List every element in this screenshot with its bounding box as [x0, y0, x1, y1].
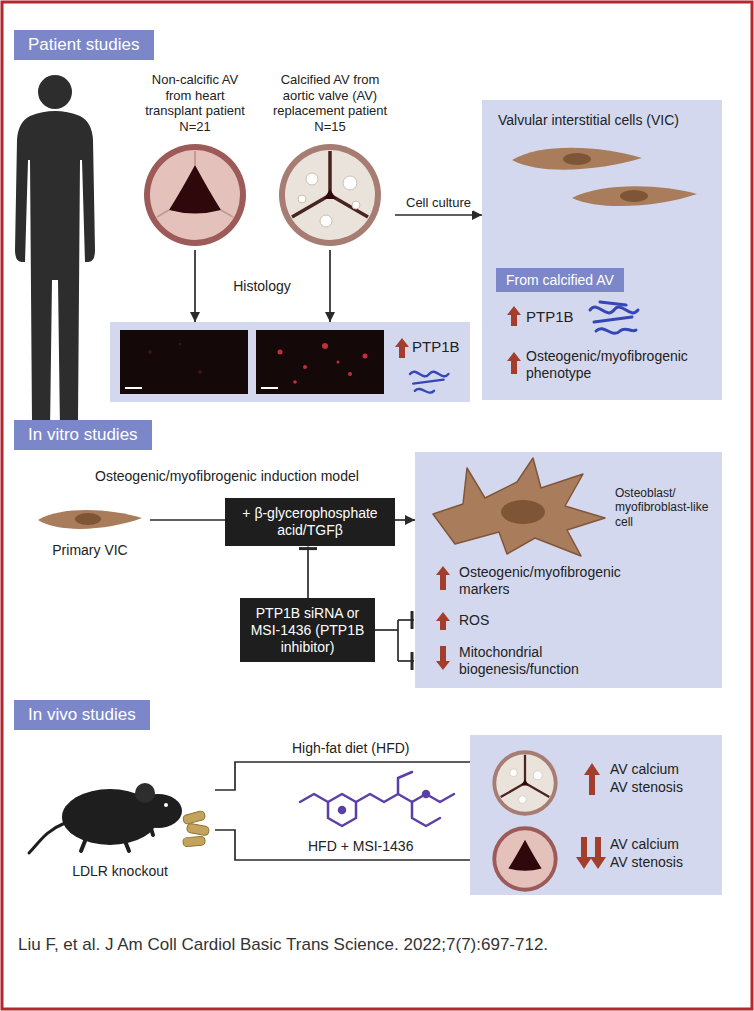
section-banner: In vitro studies: [14, 420, 152, 450]
connector: [395, 515, 415, 525]
node-text: From calcified AV: [506, 272, 614, 288]
edge-label: High-fat diet (HFD): [290, 740, 411, 757]
arrowhead: [411, 611, 414, 629]
node-text: Calcified AV from aortic valve (AV) repl…: [265, 72, 395, 134]
cell-node: Primary VIC: [30, 498, 150, 568]
node-text: Valvular interstitial cells (VIC): [498, 112, 713, 129]
caption: Liu F, et al. J Am Coll Cardiol Basic Tr…: [18, 935, 548, 955]
edge-label: Cell culture: [404, 195, 473, 211]
arrowhead: [411, 652, 414, 670]
arrowhead: [190, 312, 200, 322]
free-label: Osteogenic/myofibrogenic induction model: [95, 468, 359, 485]
person-silhouette: [15, 75, 95, 430]
connector-line: [329, 250, 331, 322]
node-text: Non-calcific AV from heart transplant pa…: [140, 72, 250, 134]
node-text: Osteoblast/ myofibroblast-like cell: [615, 486, 715, 529]
node-text: PTP1B: [526, 308, 586, 326]
connector-line: [215, 762, 470, 790]
edge-label: HFD + MSI-1436: [306, 838, 415, 855]
connector-line: [397, 620, 399, 661]
node-text: AV calcium: [610, 761, 715, 778]
histology-images: [110, 322, 470, 402]
connector: [215, 762, 470, 790]
molecule-icon: [300, 772, 454, 826]
connector-line: [194, 250, 196, 322]
valve-results: [470, 735, 722, 895]
mouse-node: LDLR knockout: [25, 755, 215, 890]
node-text: + β-glycerophosphate acid/TGFβ: [233, 505, 387, 539]
node-text: In vivo studies: [28, 705, 136, 725]
arrowhead: [405, 515, 415, 525]
connector-line: [395, 214, 482, 216]
arrowhead: [472, 210, 482, 220]
section-banner: Patient studies: [14, 30, 154, 60]
node-text: Osteogenic/myofibrogenic markers: [459, 564, 659, 598]
valve-sample: Calcified AV from aortic valve (AV) repl…: [265, 72, 395, 250]
node-text: PTP1B siRNA or MSI-1436 (PTP1B inhibitor…: [248, 605, 367, 655]
arrowhead: [299, 547, 317, 550]
node-text: Osteogenic/myofibrogenic phenotype: [526, 348, 706, 382]
free-label: Histology: [222, 278, 302, 295]
connector: [150, 520, 225, 521]
node-text: AV stenosis: [610, 854, 715, 871]
result-panel: Valvular interstitial cells (VIC) PTP1B Os…: [482, 100, 722, 400]
connector-line: [307, 547, 309, 598]
node-text: Primary VIC: [30, 542, 150, 559]
node-text: AV calcium: [610, 836, 715, 853]
node-text: Mitochondrial biogenesis/function: [459, 644, 629, 678]
connector-line: [215, 830, 470, 860]
connector: [325, 250, 335, 322]
valve-sample: Non-calcific AV from heart transplant pa…: [130, 72, 260, 250]
treatment-box: + β-glycerophosphate acid/TGFβ: [225, 498, 395, 546]
node-text: Patient studies: [28, 35, 140, 55]
connector: [395, 210, 482, 220]
connector: [215, 830, 470, 860]
node-text: LDLR knockout: [25, 863, 215, 880]
node-text: AV stenosis: [610, 779, 715, 796]
sub-banner: From calcified AV: [496, 268, 624, 292]
connector-line: [375, 629, 398, 631]
result-panel: AV calciumAV stenosisAV calciumAV stenos…: [470, 735, 722, 895]
node-text: ROS: [459, 612, 519, 629]
result-panel: Osteoblast/ myofibroblast-like cellOsteo…: [415, 452, 722, 688]
inhibitor-box: PTP1B siRNA or MSI-1436 (PTP1B inhibitor…: [240, 598, 375, 662]
histology-panel: PTP1B: [110, 322, 470, 402]
arrowhead: [325, 312, 335, 322]
connector-line: [150, 519, 225, 521]
node-text: PTP1B: [412, 338, 467, 356]
connector: [299, 547, 317, 598]
connector: [190, 250, 200, 322]
connector: [375, 611, 414, 670]
node-text: In vitro studies: [28, 425, 138, 445]
section-banner: In vivo studies: [14, 700, 150, 730]
